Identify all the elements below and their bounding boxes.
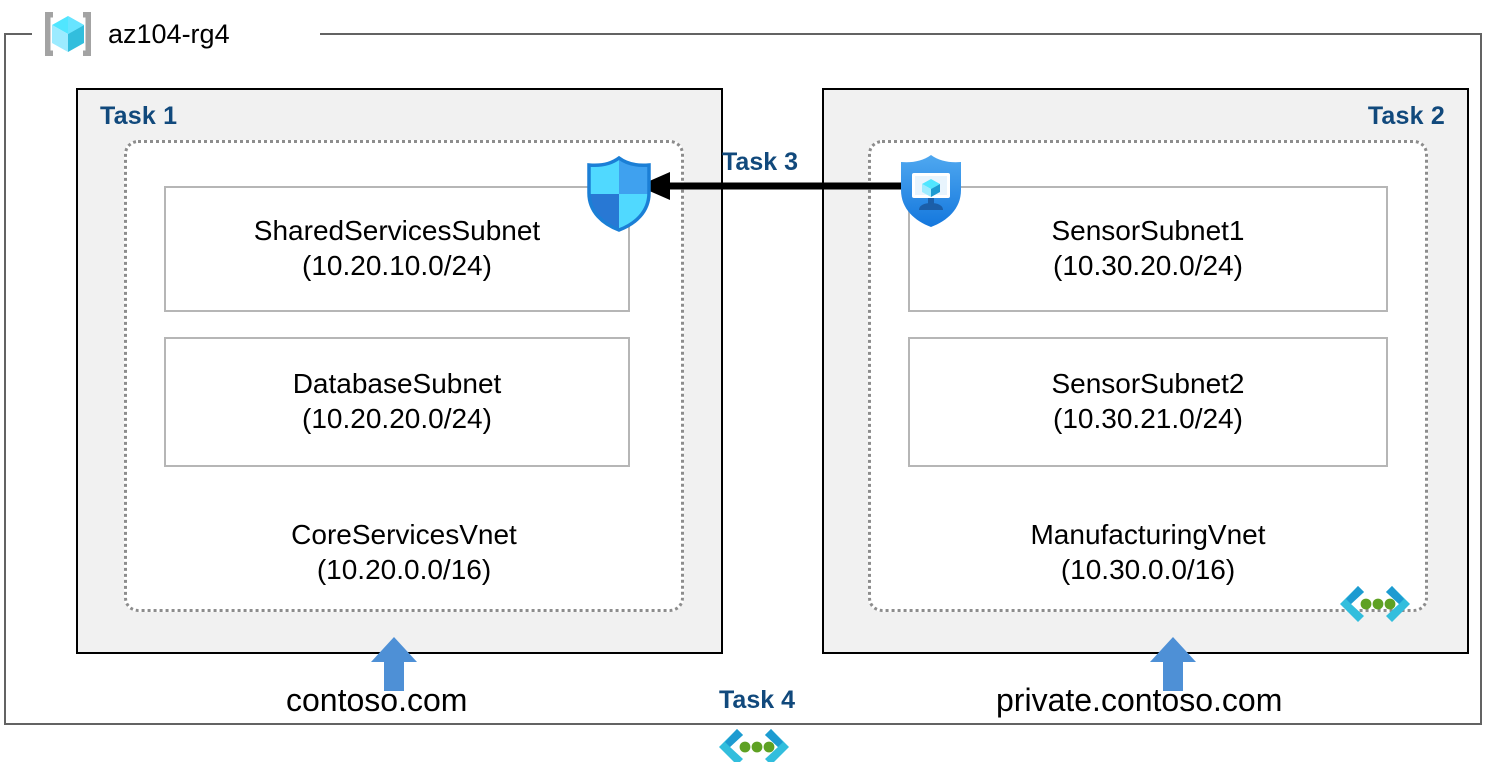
subnet-database: DatabaseSubnet (10.20.20.0/24) <box>164 337 630 467</box>
dns-zone-contoso-label: contoso.com <box>286 682 468 718</box>
resource-group-title-gap <box>32 24 320 44</box>
subnet-sensor2-name: SensorSubnet2 <box>1051 368 1245 400</box>
vnet-coreservices-name: CoreServicesVnet <box>291 519 517 550</box>
vnet-icon <box>1338 580 1412 628</box>
subnet-sharedservices-name: SharedServicesSubnet <box>253 215 541 247</box>
task1-label: Task 1 <box>100 102 178 130</box>
vnet-coreservices-cidr: (10.20.0.0/16) <box>316 553 492 585</box>
left-arrow-icon <box>638 168 914 204</box>
subnet-database-name: DatabaseSubnet <box>292 368 502 400</box>
subnet-sharedservices: SharedServicesSubnet (10.20.10.0/24) <box>164 186 630 312</box>
task3-label: Task 3 <box>722 148 798 176</box>
resource-group-name: az104-rg4 <box>108 18 230 49</box>
subnet-database-cidr: (10.20.20.0/24) <box>302 403 492 434</box>
shield-virtual-machine-icon <box>895 152 967 230</box>
vnet-manufacturing-caption: ManufacturingVnet (10.30.0.0/16) <box>871 518 1425 587</box>
task2-label: Task 2 <box>1367 102 1445 130</box>
vnet-icon <box>717 723 791 762</box>
subnet-sensor1-name: SensorSubnet1 <box>1051 215 1245 247</box>
subnet-sharedservices-cidr: (10.20.10.0/24) <box>302 250 492 281</box>
vnet-manufacturing-name: ManufacturingVnet <box>1030 519 1266 550</box>
resource-group-frame <box>4 33 1482 725</box>
dns-zone-private-contoso-label: private.contoso.com <box>996 682 1283 718</box>
resource-group-header: az104-rg4 <box>40 9 230 59</box>
up-arrow-icon <box>1150 637 1196 691</box>
subnet-sensor2: SensorSubnet2 (10.30.21.0/24) <box>908 337 1388 467</box>
vnet-coreservices-caption: CoreServicesVnet (10.20.0.0/16) <box>127 518 681 587</box>
subnet-sensor1-cidr: (10.30.20.0/24) <box>1053 250 1243 281</box>
subnet-sensor1: SensorSubnet1 (10.30.20.0/24) <box>908 186 1388 312</box>
subnet-sensor2-cidr: (10.30.21.0/24) <box>1053 403 1243 434</box>
shield-icon <box>583 155 655 233</box>
up-arrow-icon <box>371 637 417 691</box>
resource-group-cube-icon <box>40 9 96 59</box>
task4-label: Task 4 <box>719 686 795 714</box>
vnet-manufacturing-cidr: (10.30.0.0/16) <box>1060 553 1236 585</box>
